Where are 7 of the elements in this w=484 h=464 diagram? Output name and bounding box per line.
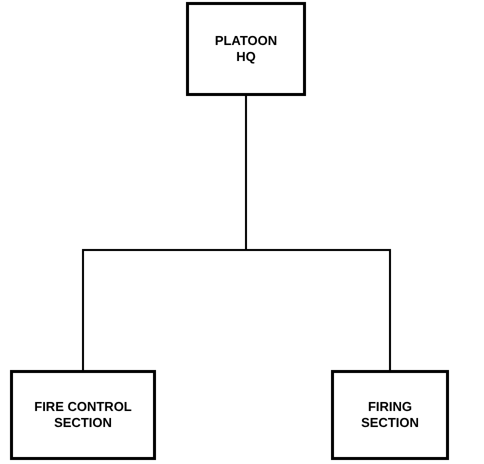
unit-name: FIRE CONTROL SECTION (33, 398, 133, 432)
unit-name: PLATOON HQ (214, 32, 278, 66)
unit-name: FIRING SECTION (360, 398, 420, 432)
unit-box (10, 370, 156, 460)
unit-box (331, 370, 449, 460)
unit-box (186, 2, 306, 96)
connector-line (245, 96, 391, 370)
